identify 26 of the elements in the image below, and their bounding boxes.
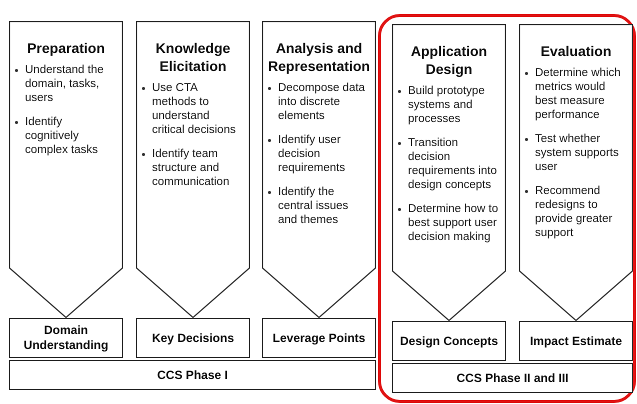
bullet-item: Identify user decision requirements [268,133,370,175]
stage-heading: Analysis and Representation [268,39,370,75]
stage-heading: Application Design [410,42,488,78]
bullet-item: Build prototype systems and processes [398,84,500,126]
output-box: Impact Estimate [519,321,633,361]
phase-bar: CCS Phase II and III [392,363,633,393]
highlight-outline [378,14,636,403]
bullet-item: Identify cognitively complex tasks [15,115,117,157]
bullet-item: Decompose data into discrete elements [268,81,370,123]
output-box: Key Decisions [136,318,250,358]
bullet-item: Identify the central issues and themes [268,185,370,227]
bullet-item: Determine which metrics would best measure performance [525,66,627,122]
output-box: Design Concepts [392,321,506,361]
bullet-item: Understand the domain, tasks, users [15,63,117,105]
output-box: Domain Understanding [9,318,123,358]
bullet-item: Test whether system supports user [525,132,627,174]
phase-bar: CCS Phase I [9,360,376,390]
bullet-item: Use CTA methods to understand critical decisions [142,81,244,137]
output-box: Leverage Points [262,318,376,358]
stage-heading: Knowledge Elicitation [154,39,232,75]
bullet-item: Identify team structure and communication [142,147,244,189]
bullet-item: Transition decision requirements into design concepts [398,136,500,192]
bullet-item: Recommend redesigns to provide greater support [525,184,627,240]
stage-heading: Preparation [27,39,105,57]
bullet-item: Determine how to best support user decision making [398,202,500,244]
stage-heading: Evaluation [540,42,612,60]
